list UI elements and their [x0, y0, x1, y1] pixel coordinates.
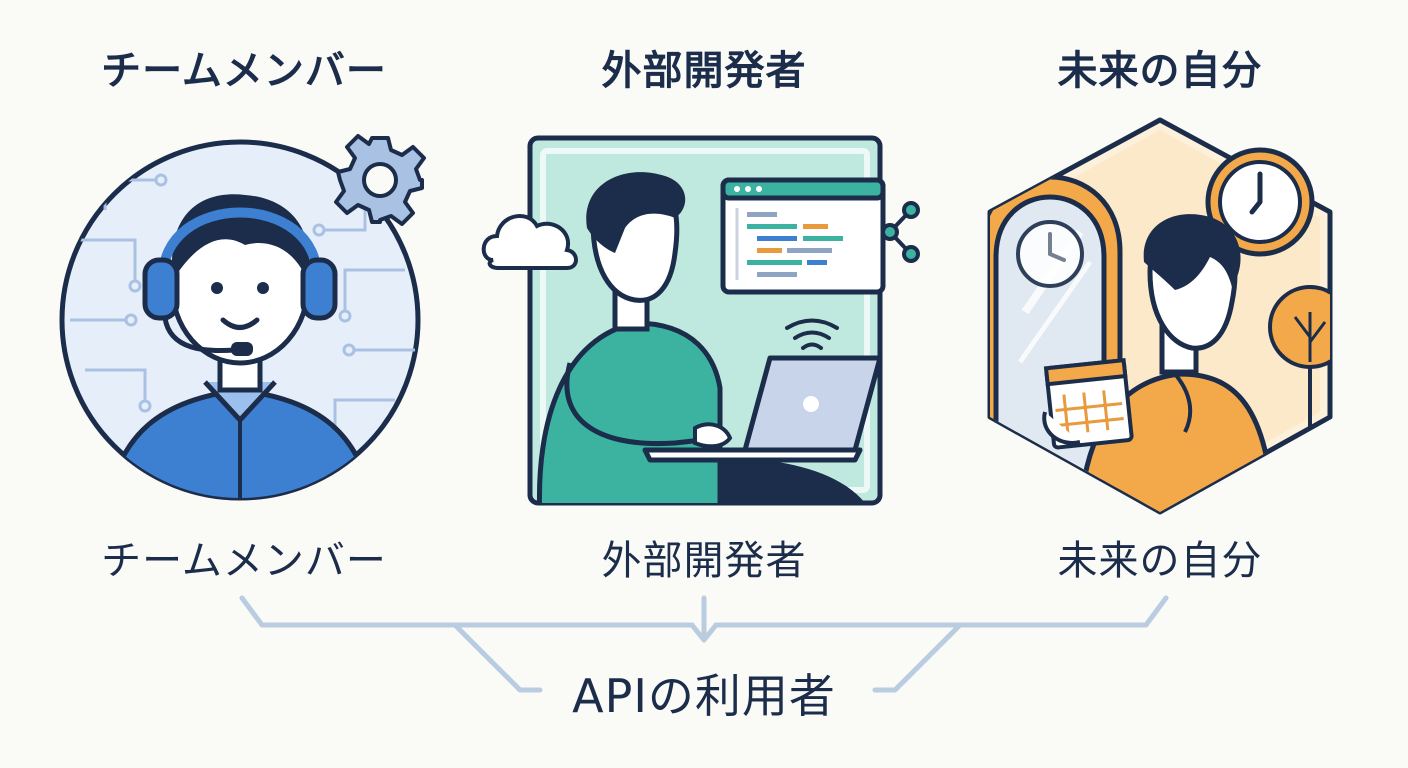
external-developer-illustration — [481, 135, 920, 506]
future-self-caption: 未来の自分 — [1057, 538, 1263, 584]
external-developer-caption: 外部開発者 — [601, 538, 807, 584]
share-icon — [881, 201, 920, 263]
team-member-illustration — [59, 134, 426, 501]
clock-icon — [1205, 147, 1315, 257]
future-self-title: 未来の自分 — [1057, 48, 1263, 94]
calendar-icon — [1042, 357, 1134, 450]
code-window — [720, 177, 886, 295]
wifi-icon — [785, 318, 839, 350]
cloud-icon — [481, 214, 578, 270]
api-users-label: APIの利用者 — [572, 669, 836, 723]
laptop-icon — [642, 355, 883, 463]
team-member-caption: チームメンバー — [101, 538, 387, 584]
external-developer-title: 外部開発者 — [601, 48, 807, 94]
team-member-title: チームメンバー — [101, 48, 387, 94]
clock-icon — [1016, 220, 1084, 288]
future-self-illustration — [987, 117, 1333, 515]
headset-icon — [142, 207, 338, 356]
gear-icon — [334, 134, 426, 226]
